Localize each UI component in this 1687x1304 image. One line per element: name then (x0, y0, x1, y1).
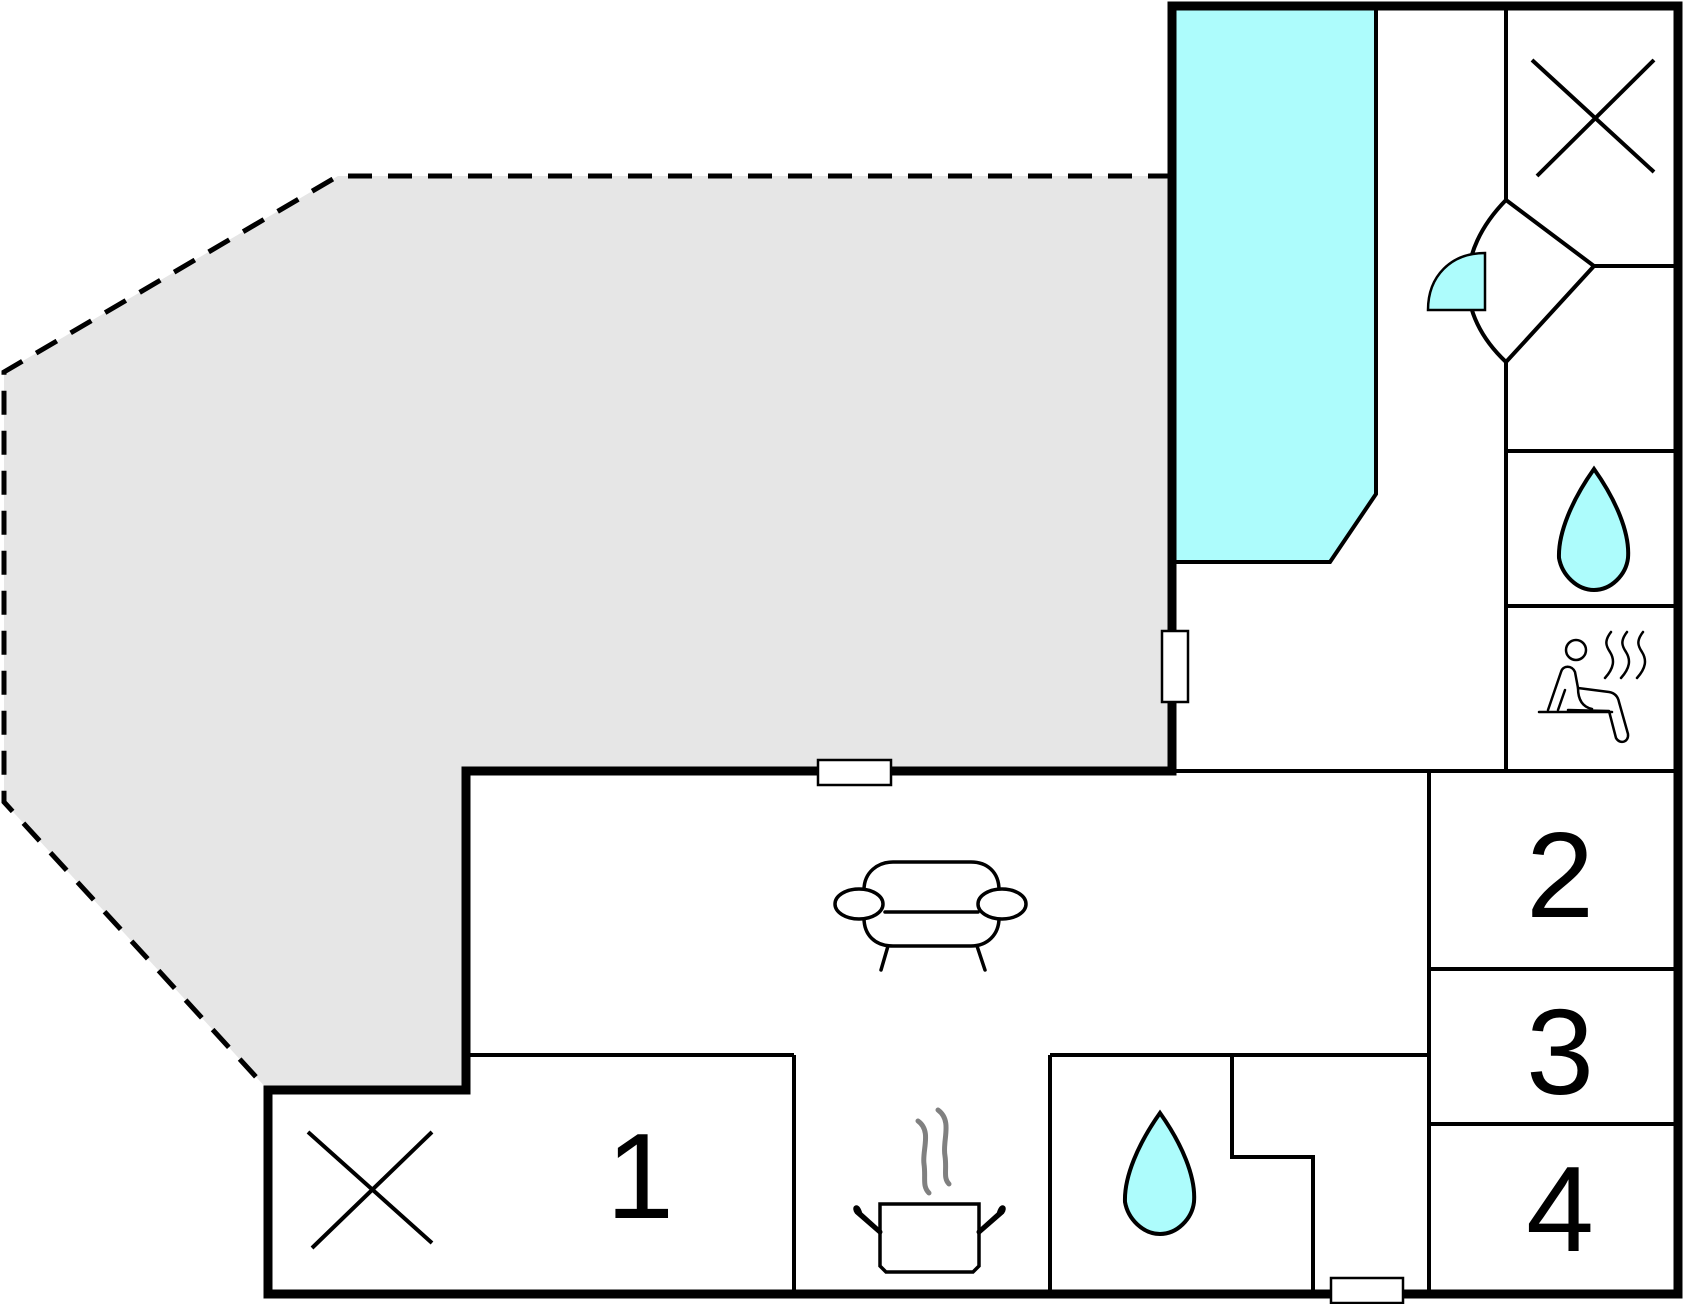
kitchen-pot-icon (853, 1107, 1006, 1274)
terrace-area (4, 176, 1172, 1090)
door-icon (1426, 251, 1487, 312)
bedroom-2-number: 2 (1526, 807, 1594, 943)
shower-icon (1556, 465, 1631, 593)
sofa-icon (833, 860, 1028, 972)
void-cross-icon (1530, 58, 1656, 178)
bedroom-1-number: 1 (606, 1108, 674, 1244)
outer-wall-north-east (263, 1, 1683, 1299)
entrance-hall (1426, 198, 1597, 364)
bedroom-4-number: 4 (1526, 1141, 1594, 1277)
door-icon (1329, 1276, 1405, 1304)
void-cross-icon (306, 1130, 434, 1250)
door-icon (1160, 629, 1190, 704)
pool (1170, 4, 1378, 564)
door-icon (816, 758, 893, 787)
interior-walls (466, 6, 1678, 1294)
bedroom-3-number: 3 (1526, 984, 1594, 1120)
terrace-dashed-boundary (1, 173, 1172, 1092)
shower-icon (1122, 1109, 1197, 1237)
sauna-icon (1537, 630, 1647, 744)
